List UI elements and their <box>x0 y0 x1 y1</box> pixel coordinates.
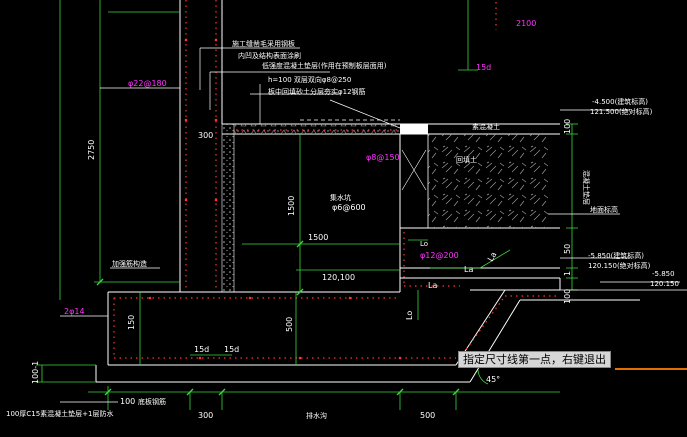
dim-2750: 2750 <box>87 140 96 160</box>
text-sump: 集水坑 <box>330 193 351 202</box>
angle-45: 45° <box>486 375 500 384</box>
left-dim-100-1: 100-1 <box>31 361 40 384</box>
note-cushion-right: 混凝土垫层 <box>582 170 591 205</box>
soil-fill <box>428 134 548 228</box>
bottom-dim-100: 100 <box>120 397 135 406</box>
note-cushion: 低强度混凝土垫层(作用在预制板层面用) <box>262 61 387 70</box>
text-backfill-soil: 回填土 <box>456 155 477 164</box>
bottom-note-drain: 排水沟 <box>306 411 327 420</box>
label-lo-1: Lo <box>405 311 414 320</box>
note-concrete-right: 素混凝土 <box>472 122 500 131</box>
dim-500: 500 <box>285 317 294 332</box>
rebar-8-150: φ8@150 <box>366 153 400 162</box>
dimension-lines <box>36 0 578 410</box>
rebar-6-600: φ6@600 <box>332 203 366 212</box>
right-dim-1: 1 <box>563 271 572 276</box>
label-lo-2: Lo <box>420 240 428 248</box>
side-block <box>399 133 429 229</box>
dimension-ticks <box>96 240 460 396</box>
bottom-note-cushion: 100厚C15素混凝土垫层+1层防水 <box>6 409 113 418</box>
elev-4500: -4.500(建筑标高) <box>592 97 648 106</box>
label-la-3: La <box>486 250 499 263</box>
rebar-22-180: φ22@180 <box>128 79 167 88</box>
label-strengthen: 加强筋构造 <box>112 259 147 268</box>
dim-300-top: 300 <box>198 131 213 140</box>
note-coating: 内凹及结构表面涂刷 <box>238 51 301 60</box>
dim-1500-h: 1500 <box>308 233 328 242</box>
command-cursor-line <box>615 368 687 370</box>
dim-120-100: 120,100 <box>322 273 355 282</box>
rebar-dots <box>148 38 402 360</box>
rebar-12-200: φ12@200 <box>420 251 459 260</box>
dim-150: 150 <box>127 315 136 330</box>
dim-1500-v: 1500 <box>287 196 296 216</box>
side-block-cross-2 <box>401 149 427 191</box>
elev-120150-right: 120.150 <box>650 280 679 288</box>
bottom-dim-500: 500 <box>420 411 435 420</box>
elev-121500: 121.500(绝对标高) <box>590 107 653 116</box>
right-dim-50: 50 <box>563 244 572 254</box>
label-la-2: La <box>428 281 437 290</box>
note-ground: 地面标高 <box>590 205 618 214</box>
dim-15d-2: 15d <box>224 345 239 354</box>
elev-120150: 120.150(绝对标高) <box>588 261 651 270</box>
wall-insulation-hatch <box>221 123 235 293</box>
angle-arc <box>477 369 489 385</box>
note-backfill: 板中回填砂土分层夯实φ12钢筋 <box>268 87 366 96</box>
note-h100: h=100 双层双向φ8@250 <box>268 75 351 84</box>
bottom-note-rebar: 底板钢筋 <box>138 397 166 406</box>
command-tooltip: 指定尺寸线第一点，右键退出 <box>458 351 611 368</box>
label-la-1: La <box>464 265 473 274</box>
rebar-2-14: 2φ14 <box>64 307 85 316</box>
elev-5850-right: -5.850 <box>652 270 675 278</box>
structure-outline <box>95 0 640 383</box>
note-construction-joint: 施工缝凿毛采用钢板 <box>232 39 295 48</box>
dim-15d-1: 15d <box>194 345 209 354</box>
dim-2100: 2100 <box>516 19 536 28</box>
leader-lines <box>60 47 680 403</box>
bottom-dim-300: 300 <box>198 411 213 420</box>
right-dim-100-b: 100 <box>563 289 572 304</box>
slab-top-hatch <box>234 124 400 134</box>
top-cap <box>400 124 428 134</box>
right-dim-100-a: 100 <box>563 119 572 134</box>
elev-5850: -5.850(建筑标高) <box>588 251 644 260</box>
dim-15d-top: 15d <box>476 63 491 72</box>
